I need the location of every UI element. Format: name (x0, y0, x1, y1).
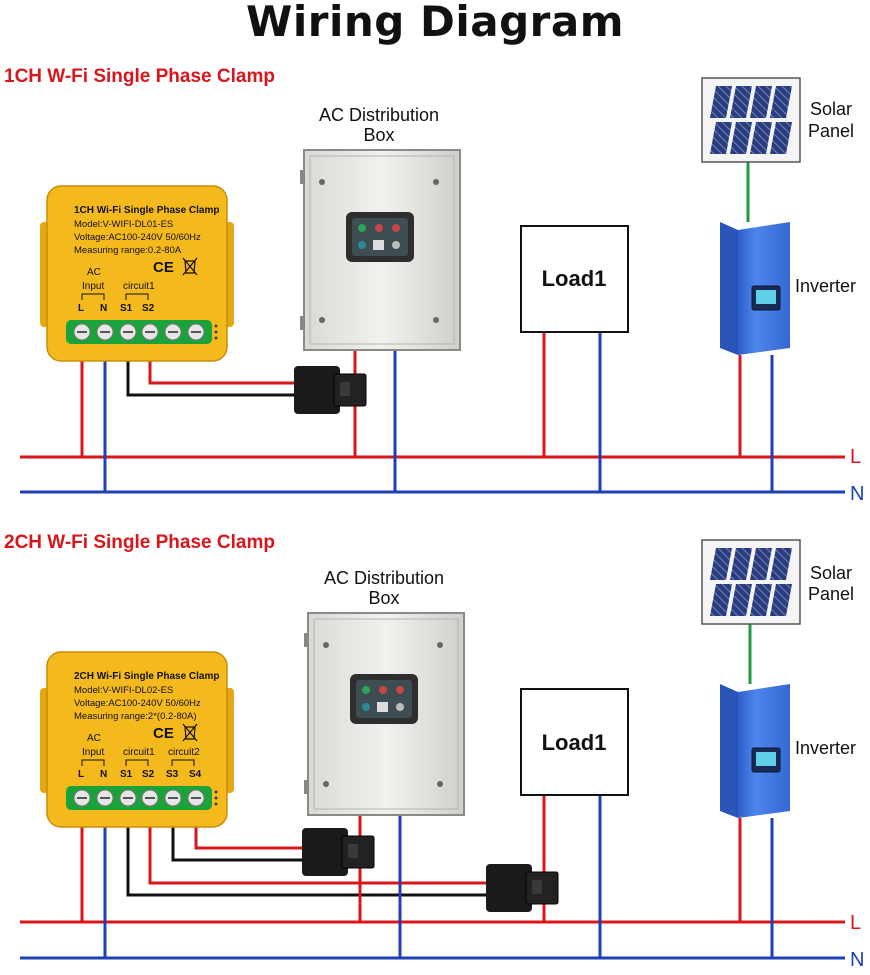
device-range: Measuring range:0.2-80A (74, 245, 182, 256)
terminal-label-s4: S4 (189, 769, 202, 780)
current-clamp-2 (486, 864, 559, 912)
box-label-line2: Box (363, 125, 394, 145)
circuit2-label: circuit2 (168, 747, 200, 758)
ct-signal-wire-s1 (126, 820, 490, 897)
inverter: Inverter (720, 684, 856, 818)
ct-signal-wire-s1 (126, 355, 296, 397)
device-model: Model:V-WIFI-DL02-ES (74, 685, 173, 696)
page-title: Wiring Diagram (246, 0, 624, 46)
ac-distribution-box: AC Distribution Box (300, 105, 461, 351)
device-range: Measuring range:2*(0.2-80A) (74, 711, 197, 722)
solar-panel: Solar Panel (701, 539, 854, 625)
neutral-line-label: N (850, 949, 864, 971)
terminal-block (66, 786, 212, 810)
ac-label: AC (87, 267, 101, 278)
terminal-label-s2: S2 (142, 769, 155, 780)
terminal-label-s1: S1 (120, 769, 133, 780)
device-title: 2CH Wi-Fi Single Phase Clamp (74, 671, 220, 682)
weee-bin-icon (182, 723, 198, 742)
weee-bin-icon (182, 257, 198, 276)
section-1-heading: 1CH W-Fi Single Phase Clamp (4, 66, 275, 87)
terminal-label-s1: S1 (120, 303, 133, 314)
neutral-line-label: N (850, 483, 864, 505)
device-voltage: Voltage:AC100-240V 50/60Hz (74, 698, 201, 709)
live-line-label: L (850, 446, 861, 468)
inverter-label: Inverter (795, 276, 856, 296)
wifi-clamp-device-1ch: 1CH Wi-Fi Single Phase Clamp Model:V-WIF… (40, 185, 234, 362)
section-2: L N 2CH Wi-Fi Single Phase Clamp (20, 539, 864, 971)
wifi-clamp-device-2ch: 2CH Wi-Fi Single Phase Clamp Model:V-WIF… (40, 651, 234, 828)
terminal-label-s2: S2 (142, 303, 155, 314)
current-clamp (294, 366, 367, 414)
live-line-label: L (850, 912, 861, 934)
input-label: Input (82, 747, 104, 758)
ce-mark: CE (153, 725, 174, 742)
box-label-line1: AC Distribution (324, 568, 444, 588)
terminal-label-s3: S3 (166, 769, 179, 780)
terminal-label-n: N (100, 769, 107, 780)
solar-label-line1: Solar (810, 563, 852, 583)
terminal-label-l: L (78, 303, 84, 314)
device-voltage: Voltage:AC100-240V 50/60Hz (74, 232, 201, 243)
box-label-line1: AC Distribution (319, 105, 439, 125)
ce-mark: CE (153, 259, 174, 276)
input-label: Input (82, 281, 104, 292)
terminal-block (66, 320, 212, 344)
device-model: Model:V-WIFI-DL01-ES (74, 219, 173, 230)
ct-signal-wire-s3 (171, 820, 305, 862)
current-clamp-1 (302, 828, 375, 876)
solar-label-line2: Panel (808, 584, 854, 604)
ct-signal-wire-s2 (148, 820, 490, 885)
ct-signal-wire-s4 (194, 820, 305, 850)
device-title: 1CH Wi-Fi Single Phase Clamp (74, 205, 220, 216)
section-1: L N 1CH Wi-Fi Single Phase Clamp M (20, 77, 864, 505)
load-label: Load1 (542, 730, 607, 755)
terminal-label-n: N (100, 303, 107, 314)
ac-distribution-box: AC Distribution Box (304, 568, 465, 816)
load-box: Load1 (520, 225, 629, 333)
solar-label-line2: Panel (808, 121, 854, 141)
solar-label-line1: Solar (810, 99, 852, 119)
inverter: Inverter (720, 222, 856, 355)
circuit1-label: circuit1 (123, 281, 155, 292)
box-label-line2: Box (368, 588, 399, 608)
circuit1-label: circuit1 (123, 747, 155, 758)
ac-label: AC (87, 733, 101, 744)
terminal-label-l: L (78, 769, 84, 780)
section-2-heading: 2CH W-Fi Single Phase Clamp (4, 532, 275, 553)
load-box: Load1 (520, 688, 629, 796)
load-label: Load1 (542, 266, 607, 291)
solar-panel: Solar Panel (701, 77, 854, 163)
ct-signal-wire-s2 (148, 355, 296, 385)
inverter-label: Inverter (795, 738, 856, 758)
